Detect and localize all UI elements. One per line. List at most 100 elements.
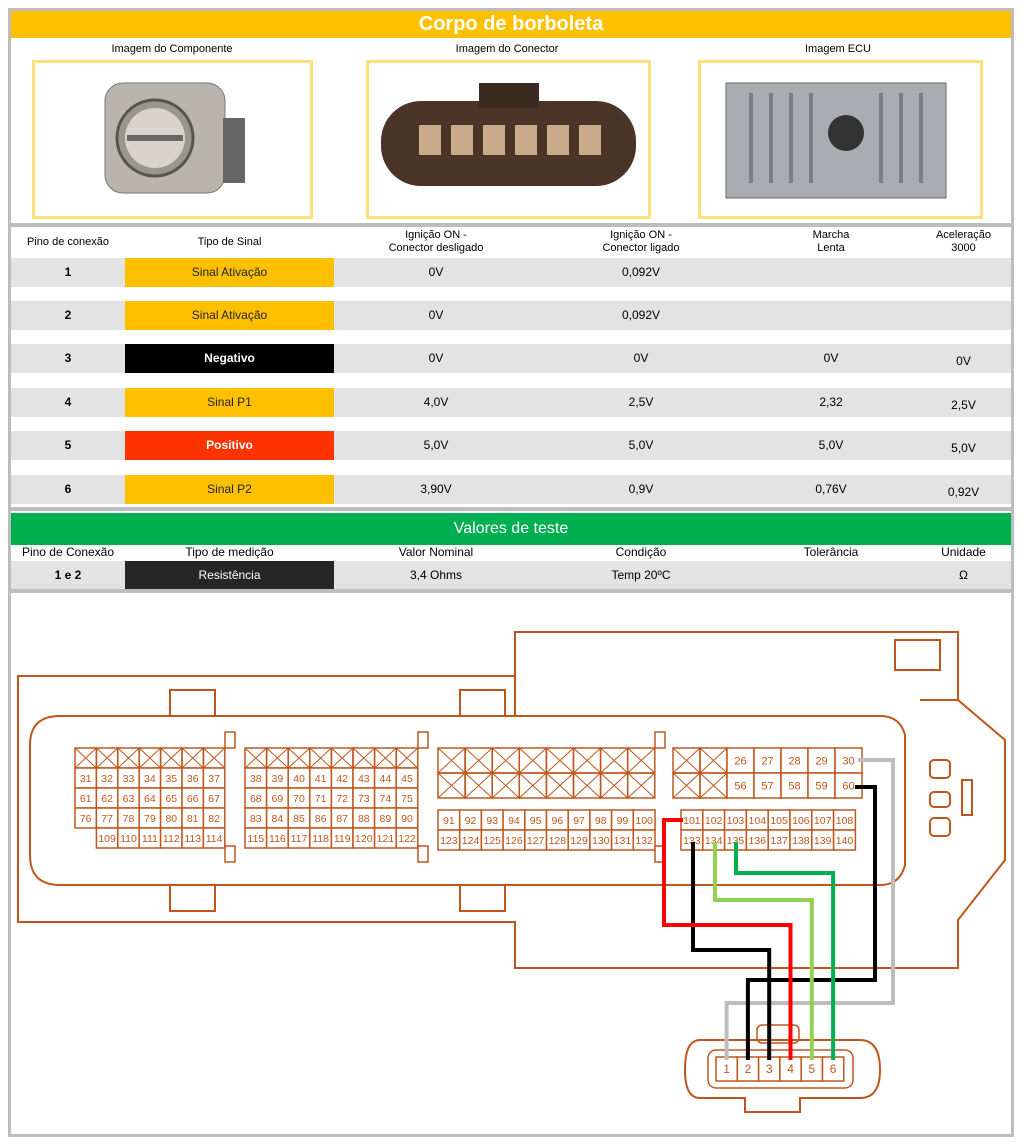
pin-number: 133 <box>683 835 701 847</box>
blank-cell-cross <box>672 747 701 774</box>
test-column-header: Condição <box>615 545 667 559</box>
pin-number: 74 <box>380 793 392 805</box>
blank-cell-cross <box>546 772 574 799</box>
blank-cell-cross <box>600 747 629 774</box>
value-ign-on-disconnected: 3,90V <box>420 482 452 496</box>
pin-number: 135 <box>727 835 745 847</box>
connector-body <box>707 1049 854 1089</box>
pin-number: 69 <box>272 793 284 805</box>
pin-number: 116 <box>269 833 286 845</box>
wire-133-to-pin-3 <box>691 842 772 1060</box>
blank-cell-cross <box>627 747 656 774</box>
wire-101-to-pin-4 <box>662 818 793 1060</box>
blank-cell-cross <box>181 747 204 769</box>
pin-number: 83 <box>250 813 262 825</box>
pin-number: 84 <box>272 813 284 825</box>
pin-number: 28 <box>788 756 800 768</box>
pin-number: 102 <box>705 815 723 827</box>
blank-cell-cross <box>573 772 601 799</box>
blank-cell-cross <box>395 747 419 769</box>
blank-cell-cross <box>331 747 354 769</box>
page-title: Corpo de borboleta <box>11 11 1011 38</box>
blank-cell-cross <box>672 772 701 799</box>
pin-number: 61 <box>80 793 92 805</box>
test-column-header: Tolerância <box>803 545 859 559</box>
column-header: Pino de conexão <box>27 236 109 248</box>
test-type: Resistência <box>125 561 334 589</box>
signal-type: Sinal P2 <box>125 475 334 504</box>
pin-number: 45 <box>401 773 413 785</box>
ecu-key <box>929 759 951 779</box>
pin-number: 86 <box>315 813 327 825</box>
pin-number: 29 <box>815 756 827 768</box>
pin-number: 36 <box>187 773 199 785</box>
pin-number: 132 <box>635 835 653 847</box>
pin-number: 127 <box>527 835 545 847</box>
blank-cell-cross <box>627 772 656 799</box>
pin-number: 140 <box>836 835 854 847</box>
pin-number: 123 <box>440 835 458 847</box>
pin-number: 6 <box>830 1062 837 1076</box>
value-ign-on-connected: 0V <box>633 351 649 365</box>
ecu-image <box>698 60 983 219</box>
blank-cell-cross <box>546 747 574 774</box>
pin-number: 121 <box>377 833 395 845</box>
pin-number: 38 <box>250 773 262 785</box>
value-ign-on-disconnected: 0V <box>428 308 444 322</box>
pin-number: 95 <box>530 815 542 827</box>
ecu-tab <box>417 731 429 749</box>
pin-number: 33 <box>123 773 135 785</box>
value-idle: 0,76V <box>815 482 847 496</box>
wire-135-to-pin-6 <box>734 842 836 1060</box>
pin-number: 57 <box>761 781 773 793</box>
value-idle: 2,32 <box>819 395 843 409</box>
pin-number: 80 <box>165 813 177 825</box>
test-column-header: Tipo de medição <box>185 545 274 559</box>
pin-number: 4 <box>787 1062 794 1076</box>
blank-cell-cross <box>518 772 547 799</box>
pin-number: 109 <box>98 833 116 845</box>
test-unit: Ω <box>959 568 968 582</box>
blank-cell-cross <box>464 747 493 774</box>
value-3000rpm: 2,5V <box>951 398 976 412</box>
blank-cell-cross <box>160 747 183 769</box>
signal-type: Positivo <box>125 431 334 460</box>
blank-cell-cross <box>266 747 289 769</box>
pin-number: 59 <box>815 781 827 793</box>
pin-number: 81 <box>187 813 199 825</box>
wire-60-to-pin-2 <box>745 785 877 1060</box>
pin-number: 66 <box>187 793 199 805</box>
pin-number: 91 <box>443 815 455 827</box>
pin-number: 89 <box>380 813 392 825</box>
pin-number: 40 <box>293 773 305 785</box>
value-3000rpm: 0V <box>956 354 971 368</box>
value-3000rpm: 5,0V <box>951 441 976 455</box>
value-idle: 5,0V <box>818 438 844 452</box>
pin-number: 73 <box>358 793 370 805</box>
pin-number: 3 <box>766 1062 773 1076</box>
pin-number: 112 <box>163 833 180 845</box>
pin-number: 78 <box>123 813 135 825</box>
column-header: Ignição ON -Conector desligado <box>388 229 484 254</box>
pin-number: 111 <box>142 833 158 845</box>
blank-cell-cross <box>437 772 466 799</box>
pin-number: 120 <box>355 833 373 845</box>
blank-cell <box>626 772 656 799</box>
ecu-tab <box>417 845 429 863</box>
pin-number: 77 <box>101 813 113 825</box>
pin-number: 72 <box>336 793 348 805</box>
pin-number: 139 <box>814 835 832 847</box>
ecu-latch <box>894 639 941 671</box>
pin-number: 110 <box>120 833 137 845</box>
test-pin: 1 e 2 <box>54 568 82 582</box>
pin-number: 63 <box>123 793 135 805</box>
blank-cell-cross <box>491 772 520 799</box>
value-ign-on-disconnected: 0V <box>428 351 444 365</box>
pin-number: 124 <box>462 835 480 847</box>
pin-number: 97 <box>573 815 585 827</box>
value-ign-on-disconnected: 4,0V <box>423 395 449 409</box>
wire-134-to-pin-5 <box>713 842 814 1060</box>
divider <box>11 589 1011 593</box>
pin-number: 75 <box>401 793 413 805</box>
